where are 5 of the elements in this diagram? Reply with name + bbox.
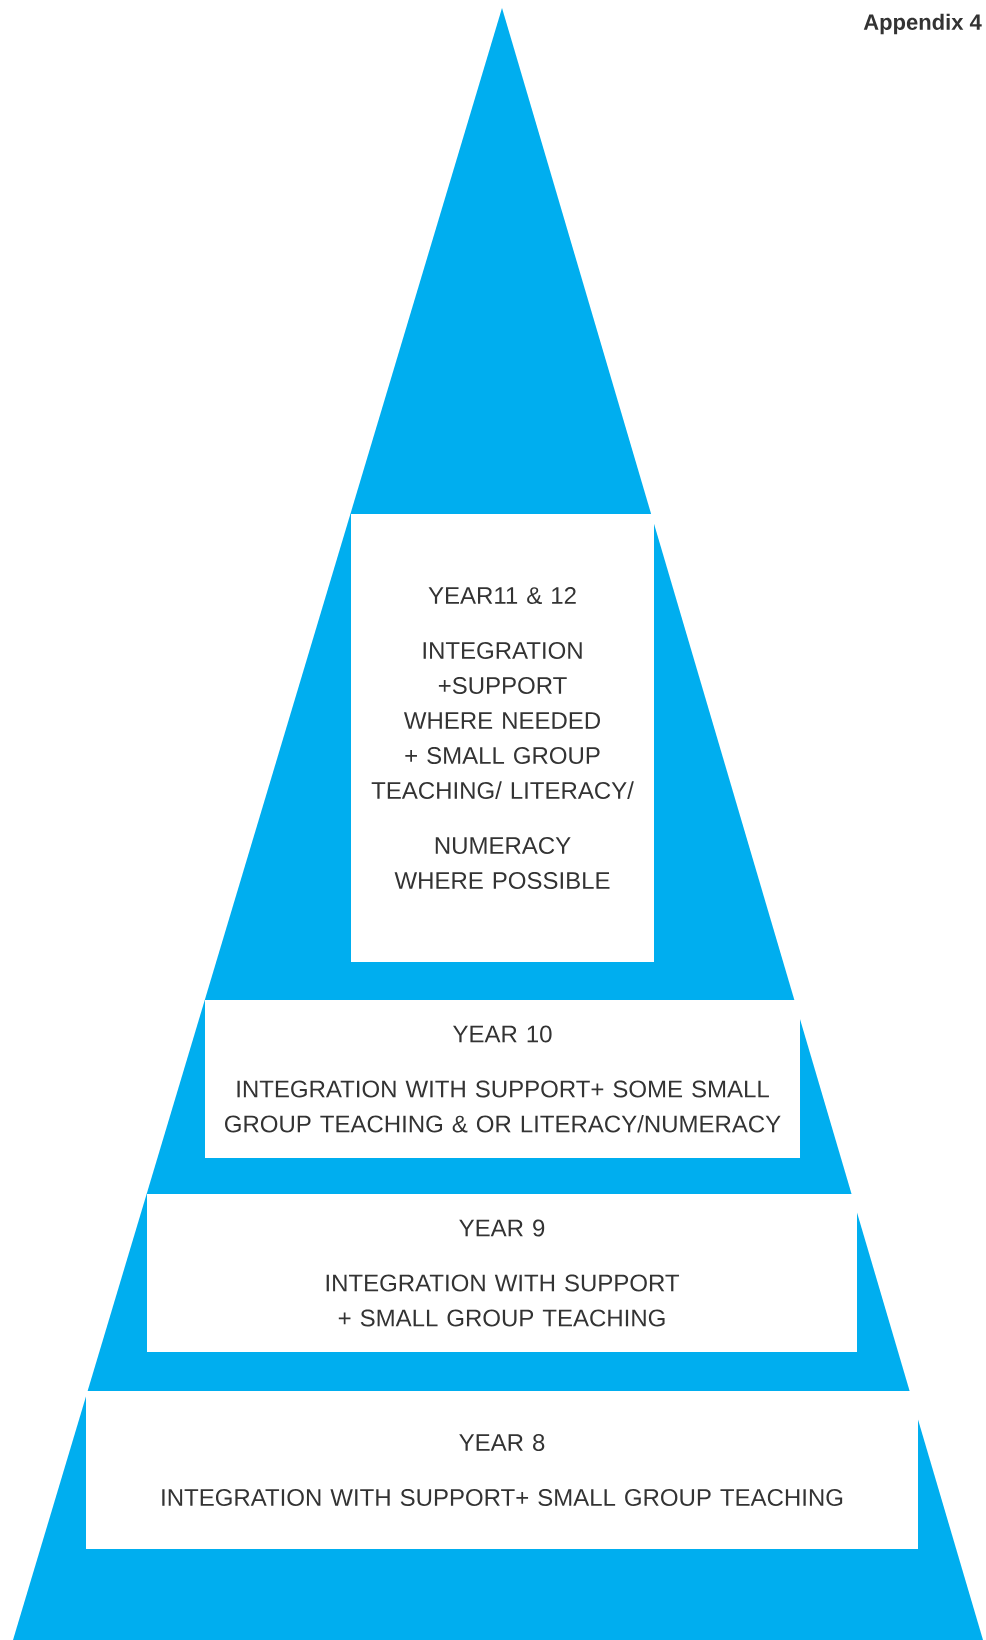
tier-box: YEAR 9 INTEGRATION WITH SUPPORT + SMALL GROUP TEACHING bbox=[147, 1194, 857, 1352]
tier-box: YEAR11 & 12 INTEGRATION +SUPPORT WHERE NEEDED + SMALL GROUP TEACHING/ LITERACY/ NUMERACY WHERE POSSIBLE bbox=[351, 514, 654, 962]
tier-box: YEAR 10 INTEGRATION WITH SUPPORT+ SOME SMALL GROUP TEACHING & OR LITERACY/NUMERACY bbox=[205, 1000, 800, 1158]
tier-box: YEAR 8 INTEGRATION WITH SUPPORT+ SMALL GROUP TEACHING bbox=[86, 1391, 918, 1549]
title-text: Appendix 4 bbox=[863, 13, 982, 35]
